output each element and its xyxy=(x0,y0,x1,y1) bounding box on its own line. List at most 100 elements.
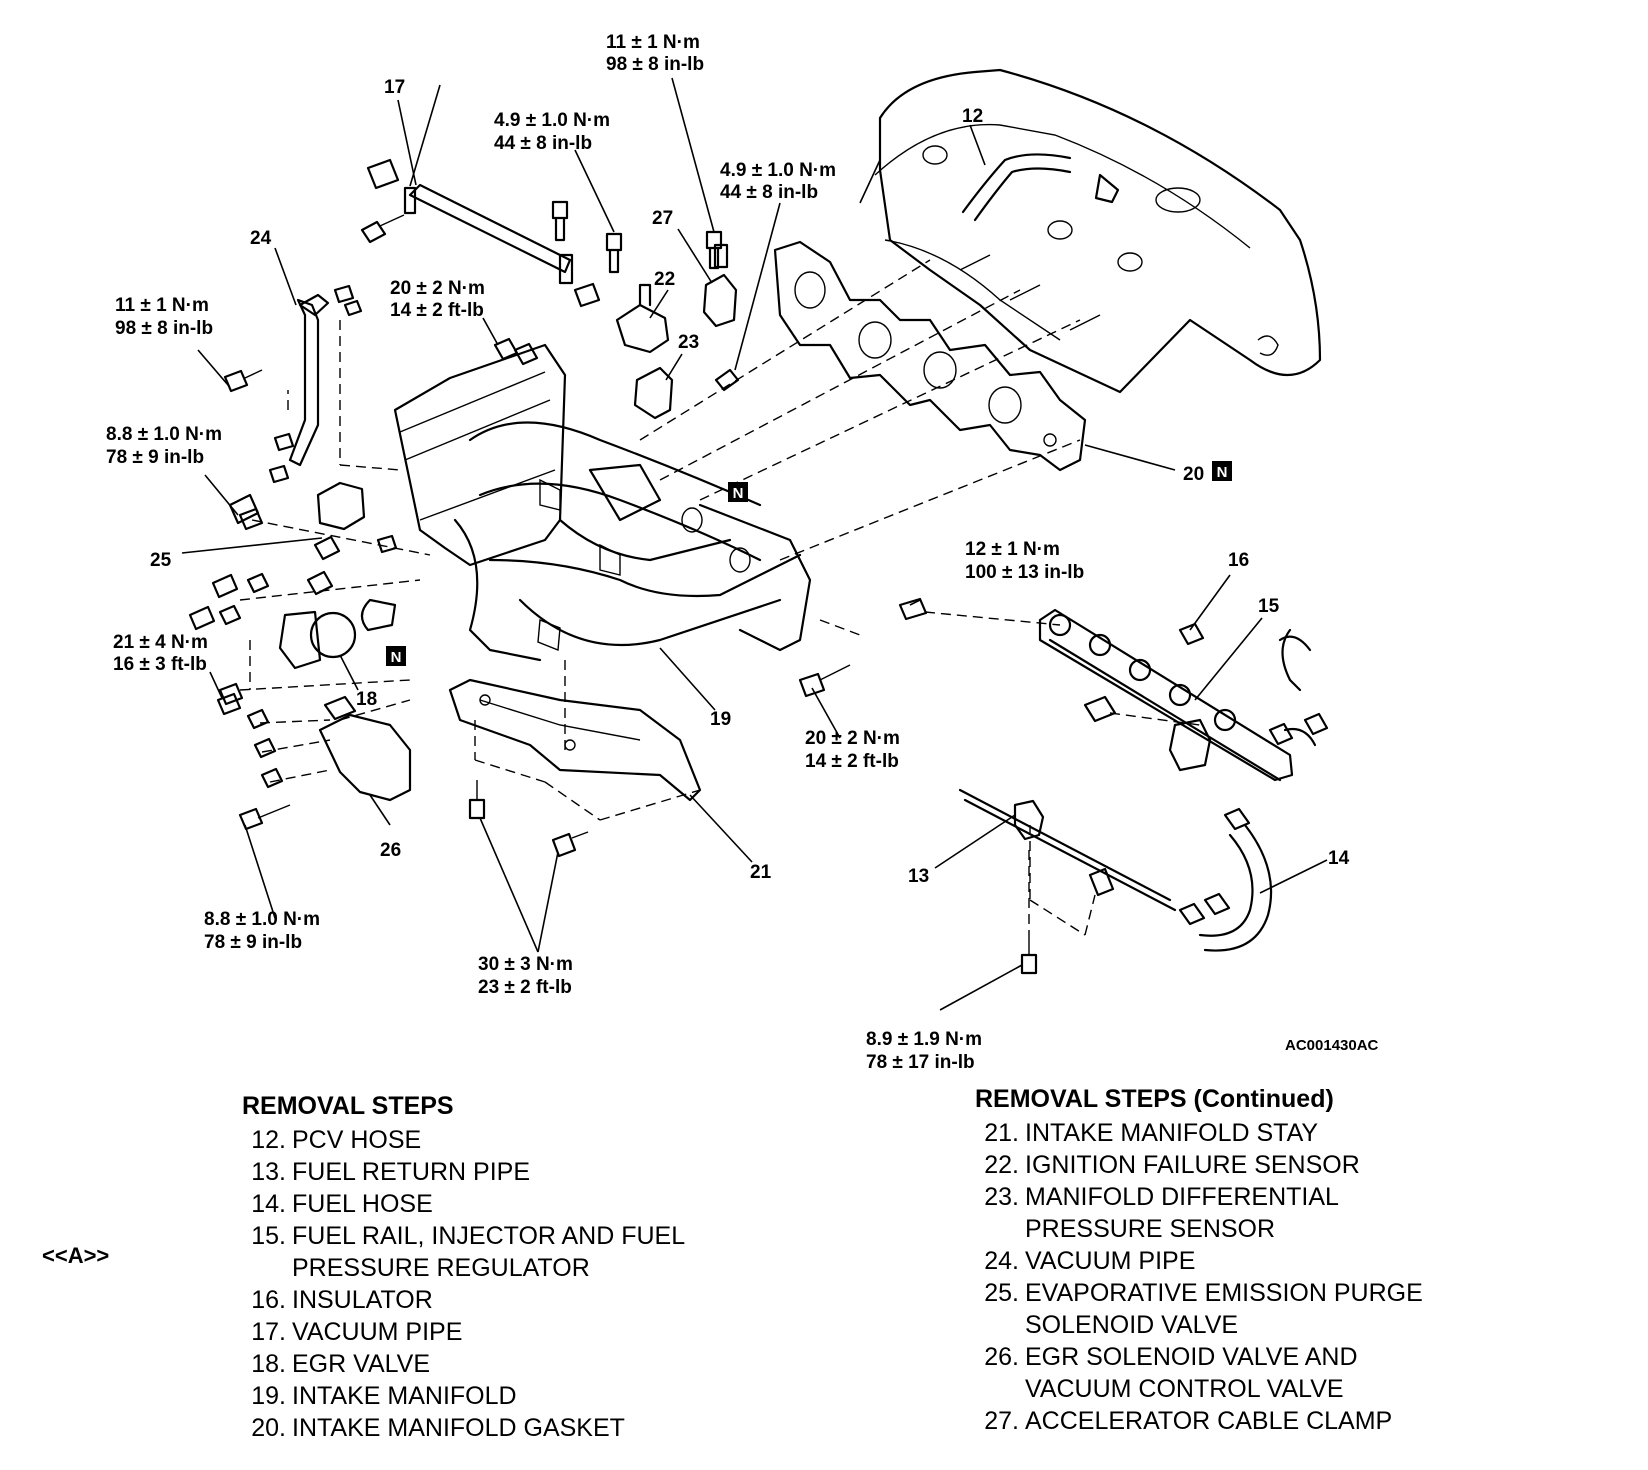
bolt-fasteners-drawing xyxy=(216,337,1038,975)
removal-step: 20.INTAKE MANIFOLD GASKET xyxy=(242,1412,762,1444)
callout-26: 26 xyxy=(380,840,401,861)
step-text: EVAPORATIVE EMISSION PURGE SOLENOID VALV… xyxy=(1025,1279,1423,1339)
torque-label-t4-line1: 20 ± 2 N·m xyxy=(390,278,485,299)
step-text: PCV HOSE xyxy=(292,1126,422,1154)
removal-steps-continued-heading: REMOVAL STEPS (Continued) xyxy=(975,1085,1334,1113)
fuel-return-pipe-drawing xyxy=(958,788,1231,936)
n-mark-manifold: N xyxy=(728,482,748,502)
figure-code: AC001430AC xyxy=(1285,1037,1379,1054)
callout-12: 12 xyxy=(962,106,983,127)
removal-steps-list: REMOVAL STEPS 12.PCV HOSE 13.FUEL RETURN… xyxy=(242,1090,762,1444)
torque-label-t6-line1: 8.8 ± 1.0 N·m xyxy=(106,424,222,445)
n-mark-manifold-label: N xyxy=(733,485,744,502)
torque-label-t8-line1: 21 ± 4 N·m xyxy=(113,632,208,653)
torque-label-t12-line2: 78 ± 17 in-lb xyxy=(866,1052,975,1073)
callout-23: 23 xyxy=(678,332,699,353)
vacuum-pipe-17-drawing xyxy=(360,158,601,308)
step-number: 12. xyxy=(251,1126,286,1154)
callout-18: 18 xyxy=(356,689,377,710)
callout-20: 20 xyxy=(1183,464,1204,485)
step-number: 19. xyxy=(251,1382,286,1410)
step-text: INTAKE MANIFOLD xyxy=(292,1382,517,1410)
n-mark-egr: N xyxy=(386,646,406,666)
step-number: 15. xyxy=(251,1222,286,1250)
part-callouts: 12 17 27 24 22 23 20 25 16 15 18 19 26 2… xyxy=(150,77,1350,887)
step-number: 27. xyxy=(984,1407,1019,1435)
step-text: EGR VALVE xyxy=(292,1350,431,1378)
callout-14: 14 xyxy=(1328,848,1350,869)
torque-label-t9-line1: 20 ± 2 N·m xyxy=(805,728,900,749)
torque-label-t1-line2: 98 ± 8 in-lb xyxy=(606,54,704,75)
callout-17: 17 xyxy=(384,77,405,98)
torque-label-t8-line2: 16 ± 3 ft-lb xyxy=(113,654,207,675)
removal-step: 16.INSULATOR xyxy=(242,1284,762,1316)
step-number: 17. xyxy=(251,1318,286,1346)
removal-steps-heading: REMOVAL STEPS xyxy=(242,1092,454,1120)
removal-step: 15.FUEL RAIL, INJECTOR AND FUEL PRESSURE… xyxy=(242,1220,762,1284)
step-text: FUEL RETURN PIPE xyxy=(292,1158,531,1186)
removal-step: 26.EGR SOLENOID VALVE AND VACUUM CONTROL… xyxy=(975,1341,1475,1405)
step-number: 23. xyxy=(984,1183,1019,1211)
step-number: 22. xyxy=(984,1151,1019,1179)
callout-13: 13 xyxy=(908,866,929,887)
step-text: INTAKE MANIFOLD STAY xyxy=(1025,1119,1319,1147)
removal-step: 21.INTAKE MANIFOLD STAY xyxy=(975,1117,1475,1149)
removal-step: 12.PCV HOSE xyxy=(242,1124,762,1156)
sensors-drawing xyxy=(551,200,740,420)
left-side-components-drawing xyxy=(188,284,431,802)
leader-lines xyxy=(181,77,1328,1011)
manifold-gasket-drawing xyxy=(773,240,1087,472)
step-number: 21. xyxy=(984,1119,1019,1147)
removal-steps-continued-list: REMOVAL STEPS (Continued) 21.INTAKE MANI… xyxy=(975,1083,1475,1437)
torque-label-t3-line1: 4.9 ± 1.0 N·m xyxy=(720,160,836,181)
step-number: 14. xyxy=(251,1190,286,1218)
callout-15: 15 xyxy=(1258,596,1280,617)
torque-label-t3-line2: 44 ± 8 in-lb xyxy=(720,182,818,203)
n-mark-20-label: N xyxy=(1217,464,1228,481)
callout-24: 24 xyxy=(250,228,272,249)
step-number: 20. xyxy=(251,1414,286,1442)
torque-label-t7-line1: 12 ± 1 N·m xyxy=(965,539,1060,560)
step-text: VACUUM PIPE xyxy=(292,1318,463,1346)
step-number: 26. xyxy=(984,1343,1019,1371)
removal-step: 14.FUEL HOSE xyxy=(242,1188,762,1220)
step-text: FUEL HOSE xyxy=(292,1190,433,1218)
torque-label-t5-line2: 98 ± 8 in-lb xyxy=(115,318,213,339)
callout-16: 16 xyxy=(1228,550,1249,571)
removal-step: 19.INTAKE MANIFOLD xyxy=(242,1380,762,1412)
torque-label-t6-line2: 78 ± 9 in-lb xyxy=(106,447,204,468)
torque-label-t5-line1: 11 ± 1 N·m xyxy=(115,295,209,316)
torque-label-t11-line1: 30 ± 3 N·m xyxy=(478,954,573,975)
removal-step: 23.MANIFOLD DIFFERENTIAL PRESSURE SENSOR xyxy=(975,1181,1475,1245)
step-number: 25. xyxy=(984,1279,1019,1307)
step-text: MANIFOLD DIFFERENTIAL PRESSURE SENSOR xyxy=(1025,1183,1339,1243)
fuel-hose-drawing xyxy=(1198,807,1273,952)
alignment-lines xyxy=(639,259,1081,636)
step-number: 13. xyxy=(251,1158,286,1186)
removal-step: 22.IGNITION FAILURE SENSOR xyxy=(975,1149,1475,1181)
step-text: INTAKE MANIFOLD GASKET xyxy=(292,1414,625,1442)
intake-manifold-drawing xyxy=(393,343,812,662)
torque-label-t2-line2: 44 ± 8 in-lb xyxy=(494,133,592,154)
torque-label-t10-line2: 78 ± 9 in-lb xyxy=(204,932,302,953)
step-text: ACCELERATOR CABLE CLAMP xyxy=(1025,1407,1393,1435)
step-text: IGNITION FAILURE SENSOR xyxy=(1025,1151,1360,1179)
removal-step: 18.EGR VALVE xyxy=(242,1348,762,1380)
torque-label-t12-line1: 8.9 ± 1.9 N·m xyxy=(866,1029,982,1050)
removal-step: 17.VACUUM PIPE xyxy=(242,1316,762,1348)
step-number: 16. xyxy=(251,1286,286,1314)
procedure-reference-marker: <<A>> xyxy=(42,1243,110,1268)
step-number: 18. xyxy=(251,1350,286,1378)
callout-27: 27 xyxy=(652,208,673,229)
removal-step: 25.EVAPORATIVE EMISSION PURGE SOLENOID V… xyxy=(975,1277,1475,1341)
removal-step: 27.ACCELERATOR CABLE CLAMP xyxy=(975,1405,1475,1437)
torque-labels: 11 ± 1 N·m 98 ± 8 in-lb 4.9 ± 1.0 N·m 44… xyxy=(106,32,1084,1073)
manifold-stay-drawing xyxy=(448,660,702,821)
step-text: EGR SOLENOID VALVE AND VACUUM CONTROL VA… xyxy=(1025,1343,1358,1403)
cylinder-head-drawing xyxy=(874,68,1322,394)
n-mark-egr-label: N xyxy=(391,649,402,666)
torque-label-t11-line2: 23 ± 2 ft-lb xyxy=(478,977,572,998)
removal-step: 13.FUEL RETURN PIPE xyxy=(242,1156,762,1188)
callout-21: 21 xyxy=(750,862,772,883)
exploded-view-diagram: 11 ± 1 N·m 98 ± 8 in-lb 4.9 ± 1.0 N·m 44… xyxy=(106,32,1379,1073)
